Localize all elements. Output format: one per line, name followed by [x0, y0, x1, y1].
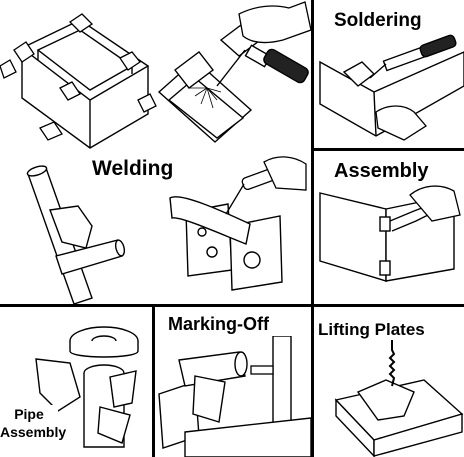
label-welding: Welding [92, 157, 174, 180]
magnetic-square-icon [356, 379, 415, 421]
clamp-icon [250, 365, 274, 375]
panel-pipe-assembly [0, 307, 152, 457]
box-frame-illustration [0, 13, 157, 149]
label-soldering: Soldering [334, 10, 422, 31]
divider-vertical-bottom-left [152, 304, 155, 457]
soldering-illustration [319, 34, 464, 141]
welding-torch-icon [216, 44, 309, 87]
pipe-icon [169, 196, 251, 245]
pipe-welding-illustration [26, 165, 126, 304]
marking-off-illustration [158, 336, 311, 457]
divider-horizontal-bottom [0, 304, 464, 307]
panel-marking-off [155, 336, 311, 457]
lifting-plates-illustration [334, 340, 464, 457]
label-assembly: Assembly [334, 160, 429, 182]
hand-icon [409, 185, 461, 222]
magnetic-square-icon [49, 205, 93, 249]
panel-box-frame [0, 0, 160, 150]
divider-horizontal-right-mid [311, 148, 464, 151]
divider-vertical-bottom-right [311, 304, 314, 457]
panel-pipe-blocks [160, 152, 311, 304]
magnetic-square-icon [35, 358, 137, 444]
angle-welding-illustration [157, 1, 311, 143]
magnetic-square-icon [0, 13, 157, 141]
hand-icon [375, 105, 427, 141]
panel-lifting-plates [314, 340, 464, 457]
label-pipe-assembly: Pipe Assembly [0, 405, 67, 441]
hand-icon [238, 1, 311, 44]
panel-assembly [314, 151, 464, 304]
panel-soldering [314, 0, 464, 148]
pipe-assembly-illustration [35, 326, 139, 448]
panel-angle-welding [155, 0, 311, 150]
panel-pipe-welding [0, 152, 160, 304]
magnetic-square-icon [192, 375, 226, 423]
hand-icon [263, 156, 307, 191]
assembly-illustration [319, 185, 461, 282]
label-pipe-assembly-line2: Assembly [0, 423, 67, 441]
label-marking-off: Marking-Off [168, 314, 269, 334]
soldering-iron-icon [369, 34, 457, 79]
label-lifting-plates: Lifting Plates [318, 320, 425, 339]
label-pipe-assembly-line1: Pipe [0, 405, 58, 423]
pipe-blocks-illustration [169, 156, 307, 291]
divider-vertical-top-right [311, 0, 314, 306]
